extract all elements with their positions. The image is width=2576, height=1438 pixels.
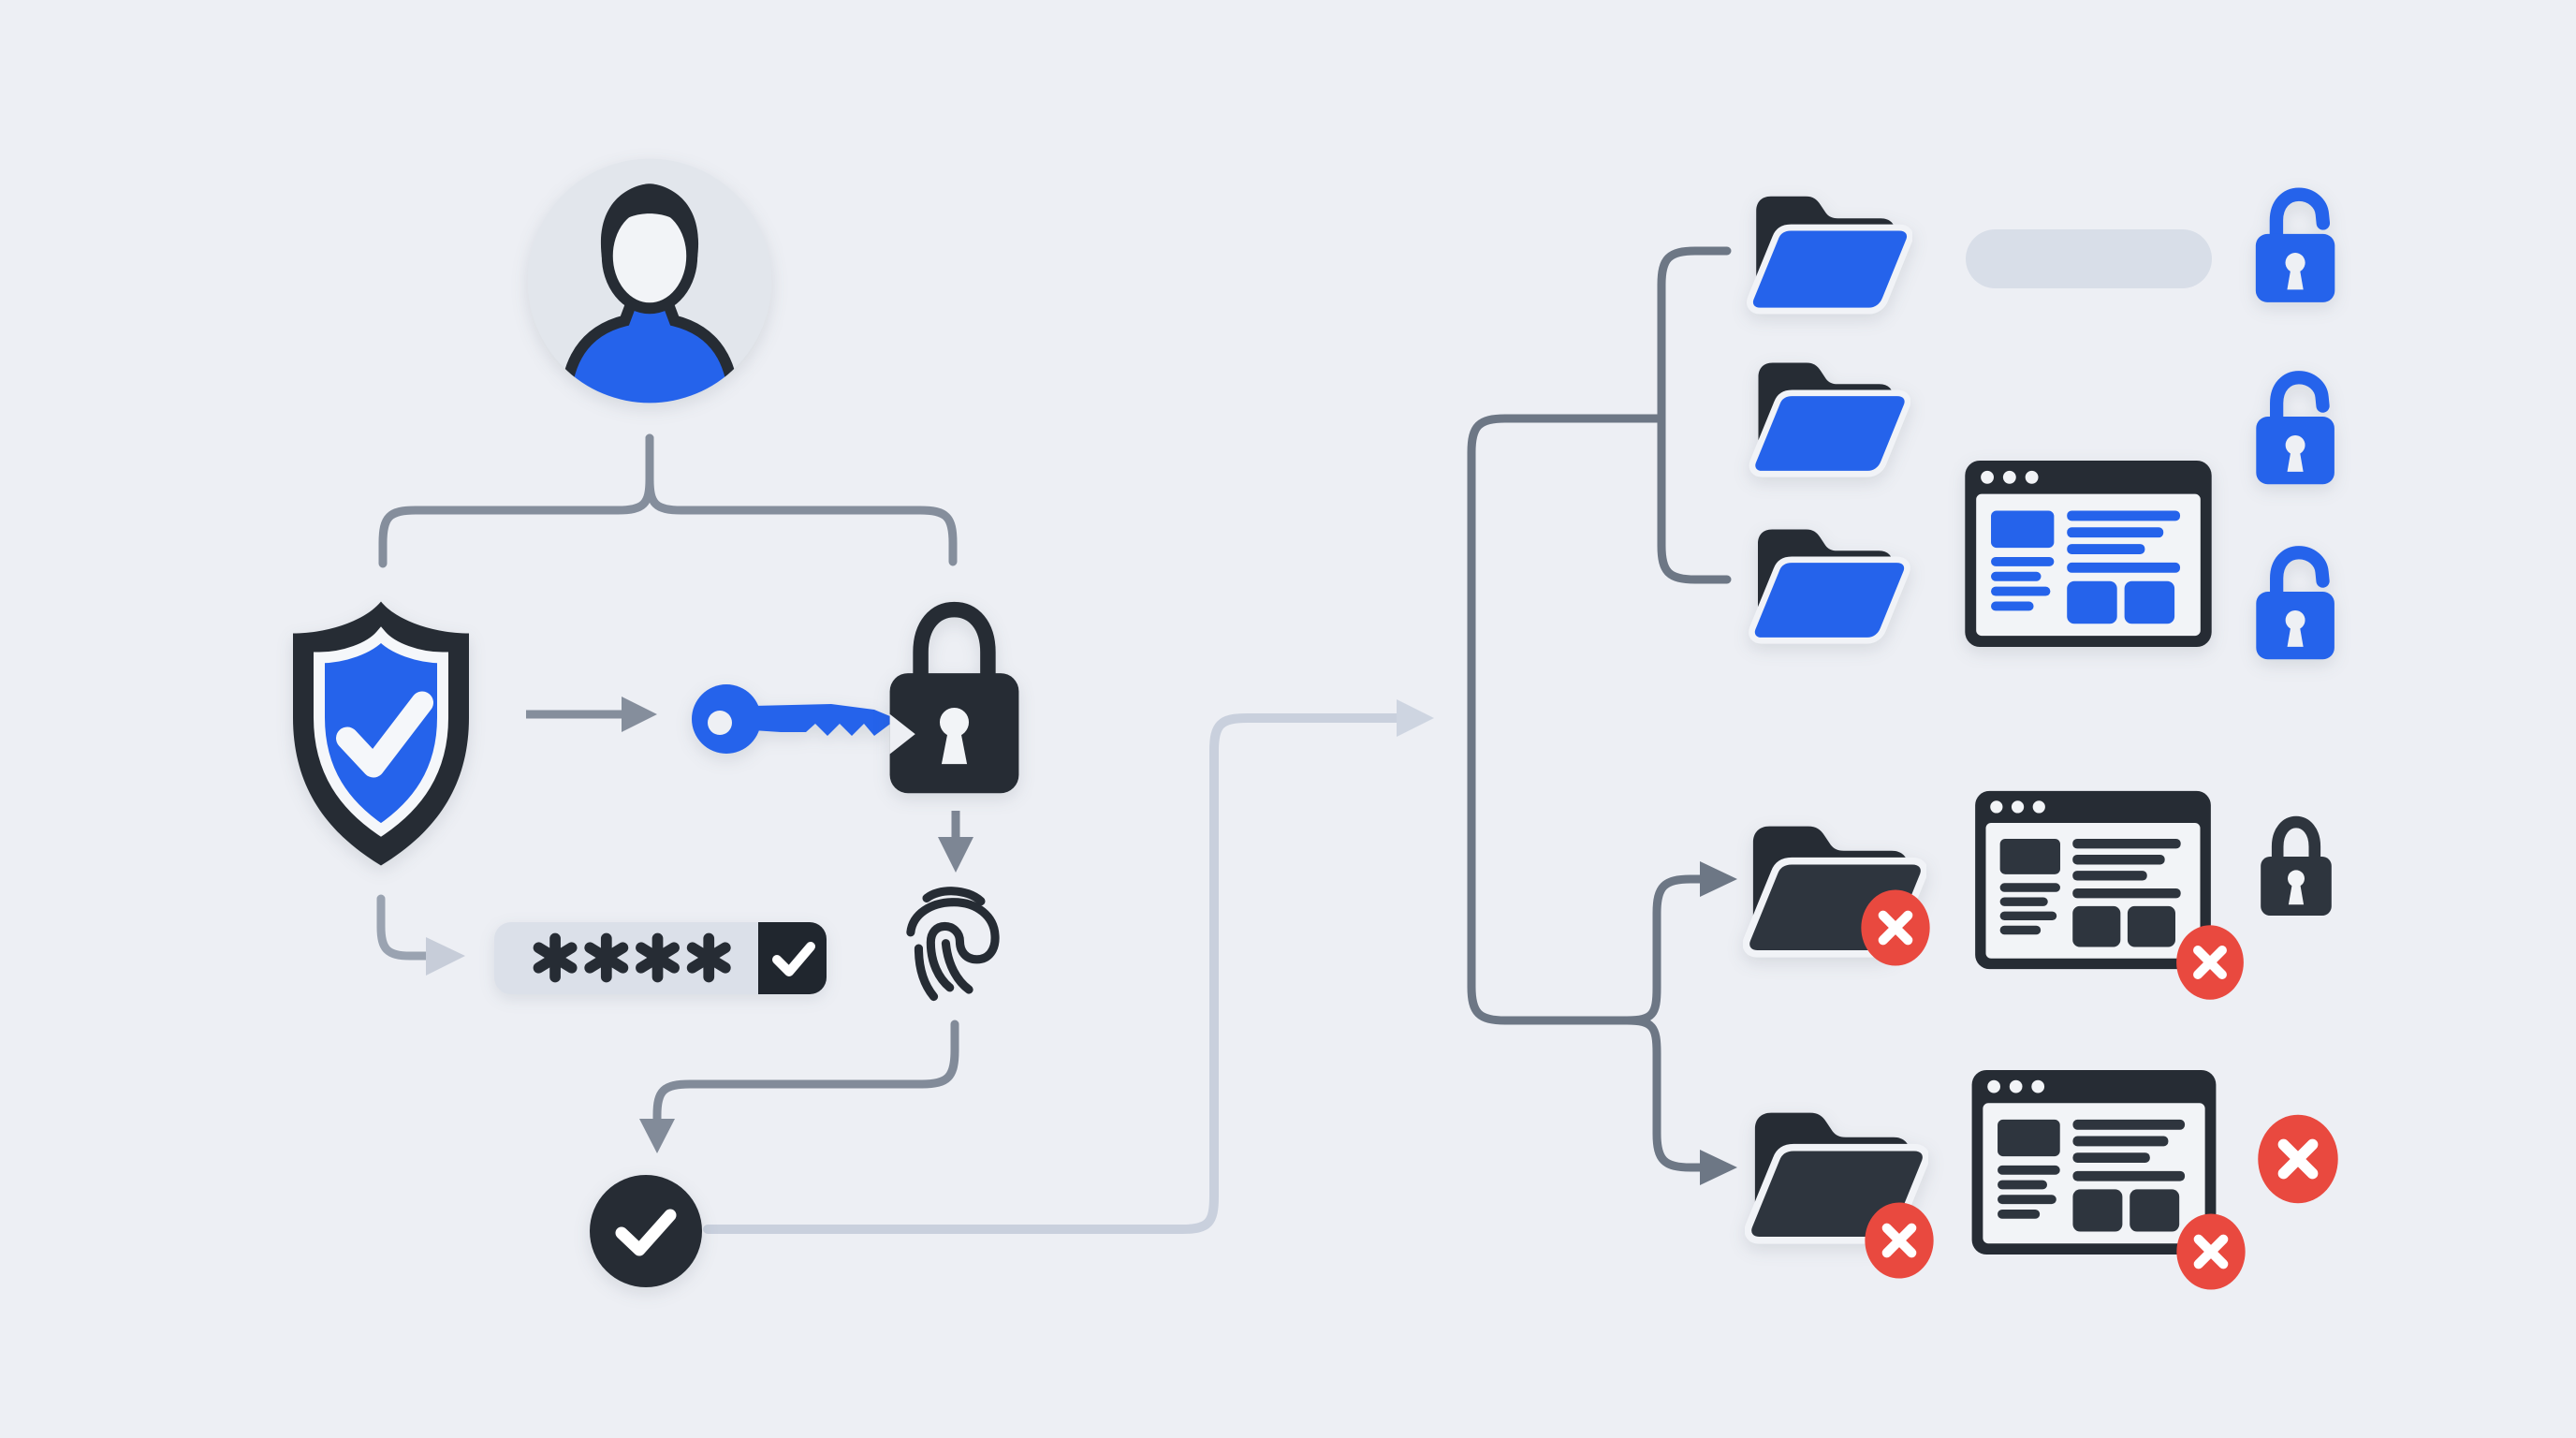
security-shield <box>265 587 499 882</box>
unlocked-padlock-1 <box>2252 180 2342 306</box>
denied-browser-1-badge <box>2174 923 2247 1002</box>
lock-open-icon <box>2252 180 2342 306</box>
lock-closed-icon <box>2254 805 2338 925</box>
password-asterisks <box>494 922 758 994</box>
key-icon <box>692 684 897 754</box>
person-icon <box>527 158 772 404</box>
granted-browser-window <box>1963 459 2214 649</box>
granted-folder-2 <box>1749 354 1910 478</box>
fingerprint-to-check-arrow <box>639 1020 959 1153</box>
unlocked-padlock-2 <box>2252 363 2342 488</box>
credential-lock <box>877 583 1032 799</box>
shield-to-key-arrow <box>526 697 657 732</box>
x-circle-icon <box>2253 1112 2343 1206</box>
x-badge-icon <box>1859 888 1932 968</box>
shield-check-icon <box>293 601 469 866</box>
denied-status-x-circle <box>2253 1112 2343 1206</box>
denied-folder-2-badge <box>1863 1200 1936 1281</box>
avatar-branch-lines <box>378 433 958 568</box>
unlocked-padlock-3 <box>2252 538 2342 663</box>
folder-icon <box>1747 187 1912 315</box>
access-key <box>691 672 915 766</box>
x-badge-icon <box>1863 1200 1936 1281</box>
denied-browser-2-badge <box>2174 1211 2247 1292</box>
tree-arrowhead-denied-1 <box>1700 861 1737 897</box>
folder-icon <box>1747 521 1911 645</box>
granted-folder-1 <box>1747 187 1912 315</box>
folder-icon <box>1749 354 1910 478</box>
tree-arrowhead-denied-2 <box>1700 1150 1737 1185</box>
password-field[interactable] <box>494 922 827 994</box>
password-confirm-box <box>758 922 827 994</box>
check-circle-icon <box>590 1175 702 1287</box>
biometric-scan <box>899 880 1009 1016</box>
lock-icon <box>889 601 1019 794</box>
lock-open-icon <box>2252 363 2342 488</box>
x-badge-icon <box>2174 1211 2247 1292</box>
shield-to-password-arrow <box>376 894 465 976</box>
auth-success <box>588 1173 704 1289</box>
denied-folder-1-badge <box>1859 888 1932 968</box>
checkmark-icon <box>772 942 815 976</box>
access-tree-lines <box>1467 246 1732 1172</box>
granted-folder-3 <box>1747 521 1911 645</box>
locked-padlock <box>2254 805 2338 925</box>
lock-open-icon <box>2252 538 2342 663</box>
file-placeholder-bar <box>1966 229 2212 288</box>
asterisk-glyphs <box>533 932 731 983</box>
x-badge-icon <box>2174 923 2247 1002</box>
lock-to-fingerprint-arrow <box>938 811 973 873</box>
browser-window-icon <box>1963 459 2214 649</box>
user-avatar <box>525 156 774 405</box>
fingerprint-icon <box>906 887 1000 1002</box>
